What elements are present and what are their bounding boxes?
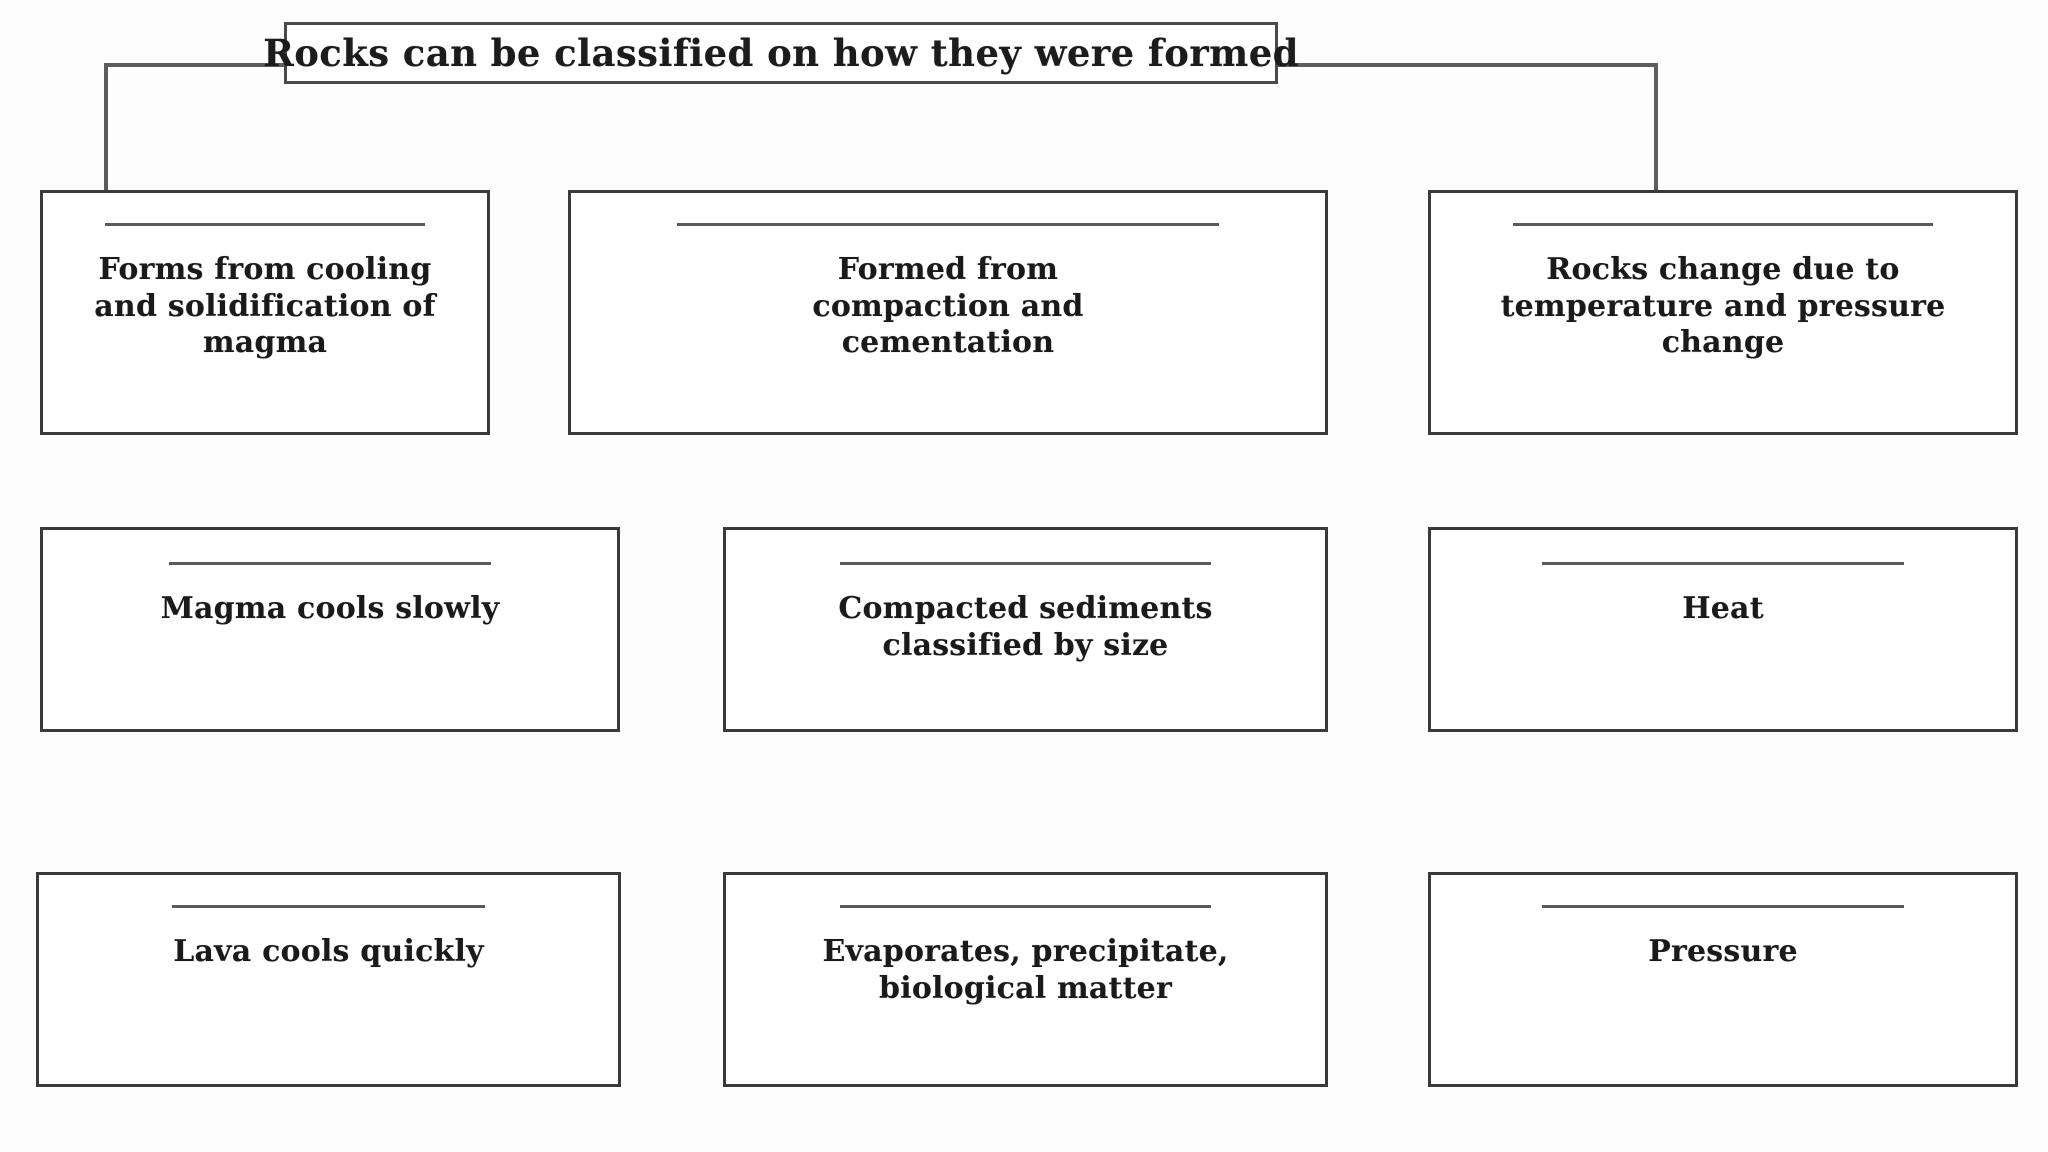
node-metamorphic-detail-2[interactable]: Pressure	[1428, 872, 2018, 1087]
write-on-line[interactable]	[676, 223, 1220, 226]
node-label: Compacted sediments classified by size	[838, 591, 1213, 663]
node-metamorphic-definition[interactable]: Rocks change due to temperature and pres…	[1428, 190, 2018, 435]
connector-title-to-right-horizontal	[1276, 63, 1658, 67]
node-label: Forms from cooling and solidification of…	[94, 252, 436, 361]
write-on-line[interactable]	[1541, 905, 1905, 908]
node-label: Pressure	[1648, 934, 1798, 969]
node-igneous-detail-1[interactable]: Magma cools slowly	[40, 527, 620, 732]
node-sedimentary-detail-1[interactable]: Compacted sediments classified by size	[723, 527, 1328, 732]
connector-title-to-left-vertical	[104, 63, 108, 193]
node-igneous-detail-2[interactable]: Lava cools quickly	[36, 872, 621, 1087]
write-on-line[interactable]	[105, 223, 425, 226]
node-label: Lava cools quickly	[173, 934, 484, 969]
write-on-line[interactable]	[1541, 562, 1905, 565]
write-on-line[interactable]	[172, 905, 485, 908]
node-label: Heat	[1682, 591, 1764, 626]
connector-title-to-left-horizontal	[104, 63, 288, 67]
write-on-line[interactable]	[839, 905, 1212, 908]
node-label: Evaporates, precipitate, biological matt…	[822, 934, 1229, 1006]
node-igneous-definition[interactable]: Forms from cooling and solidification of…	[40, 190, 490, 435]
node-label: Formed from compaction and cementation	[812, 252, 1084, 361]
write-on-line[interactable]	[839, 562, 1212, 565]
connector-title-to-right-vertical	[1654, 63, 1658, 193]
node-label: Magma cools slowly	[160, 591, 500, 626]
node-sedimentary-detail-2[interactable]: Evaporates, precipitate, biological matt…	[723, 872, 1328, 1087]
write-on-line[interactable]	[1512, 223, 1934, 226]
title-text: Rocks can be classified on how they were…	[263, 31, 1299, 75]
write-on-line[interactable]	[169, 562, 491, 565]
node-metamorphic-detail-1[interactable]: Heat	[1428, 527, 2018, 732]
node-label: Rocks change due to temperature and pres…	[1500, 252, 1946, 361]
node-sedimentary-definition[interactable]: Formed from compaction and cementation	[568, 190, 1328, 435]
title-box[interactable]: Rocks can be classified on how they were…	[263, 22, 1299, 84]
